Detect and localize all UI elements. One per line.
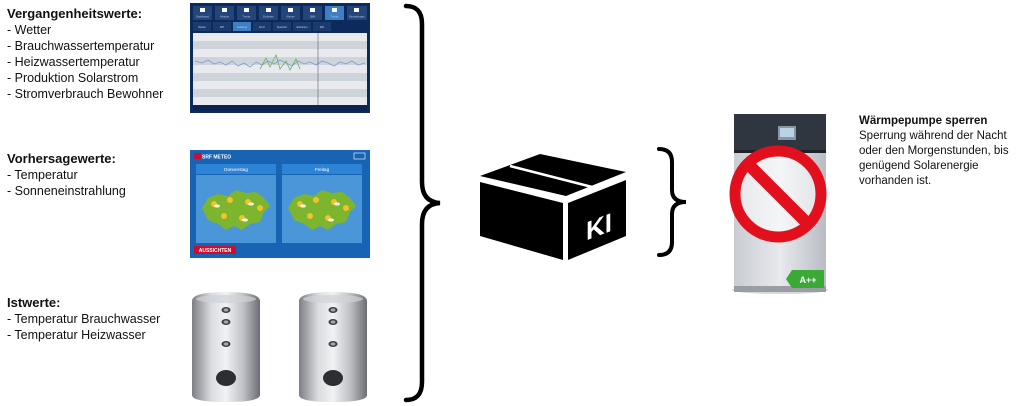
- heat-pump-image: A++: [724, 112, 836, 296]
- output-text: Sperrung während der Nacht oder den Morg…: [859, 130, 1009, 187]
- tab-label: Trends: [331, 15, 340, 19]
- input-group-past: Vergangenheitswerte: - Wetter - Brauchwa…: [7, 6, 163, 102]
- subtab-label: ECU: [259, 25, 265, 29]
- tab-label: SBM: [310, 15, 316, 19]
- day-label: Freitag: [315, 167, 330, 172]
- menu-icon: [353, 152, 366, 160]
- input-group-forecast: Vorhersagewerte: - Temperatur - Sonnenei…: [7, 151, 126, 199]
- list-item: - Produktion Solarstrom: [7, 71, 139, 85]
- group-title-forecast: Vorhersagewerte:: [7, 151, 116, 166]
- weather-forecast-image: SRF METEO Donnerstag Freitag AUSSICHTEN: [190, 150, 370, 258]
- list-item: - Temperatur: [7, 168, 78, 182]
- subtab-label: Speicher: [277, 25, 287, 29]
- tab-label: Historie: [220, 15, 229, 19]
- output-description: Wärmpepumpe sperren Sperrung während der…: [859, 114, 1024, 189]
- tab-label: Dashboard: [196, 15, 209, 19]
- list-item: - Heizwassertemperatur: [7, 55, 140, 69]
- day-label: Donnerstag: [224, 167, 248, 172]
- channel-logo: SRF METEO: [202, 154, 231, 160]
- dashboard-image: Dashboard Historie Trends Einheiten Alar…: [190, 3, 370, 113]
- tab-label: Einheiten: [263, 15, 274, 19]
- list-item: - Wetter: [7, 23, 52, 37]
- subtab-label: WP: [220, 25, 224, 29]
- subtab-label: WH: [320, 25, 324, 29]
- tab-label: Einstellungen: [349, 15, 365, 19]
- tab-label: Trends: [243, 15, 252, 19]
- list-item: - Brauchwassertemperatur: [7, 39, 155, 53]
- list-item: - Stromverbrauch Bewohner: [7, 87, 164, 101]
- ki-box-icon: KI: [478, 150, 628, 262]
- energy-class-label: A++: [799, 275, 816, 285]
- group-title-current: Istwerte:: [7, 295, 61, 310]
- list-item: - Temperatur Heizwasser: [7, 328, 146, 342]
- output-title: Wärmpepumpe sperren: [859, 115, 988, 127]
- outlook-banner: AUSSICHTEN: [199, 248, 232, 254]
- subtab-label: Einheiten: [297, 25, 308, 29]
- subtab-label: Leistung: [237, 25, 247, 29]
- subtab-label: Wetter: [198, 25, 206, 29]
- water-tank-image: [190, 291, 262, 403]
- list-item: - Temperatur Brauchwasser: [7, 312, 161, 326]
- list-item: - Sonneneinstrahlung: [7, 184, 126, 198]
- small-curly-brace-icon: [655, 146, 691, 258]
- water-tank-image: [297, 291, 369, 403]
- group-title-past: Vergangenheitswerte:: [7, 6, 143, 21]
- tab-label: Alarme: [286, 15, 295, 19]
- curly-brace-icon: [400, 2, 444, 404]
- input-group-current: Istwerte: - Temperatur Brauchwasser - Te…: [7, 295, 160, 343]
